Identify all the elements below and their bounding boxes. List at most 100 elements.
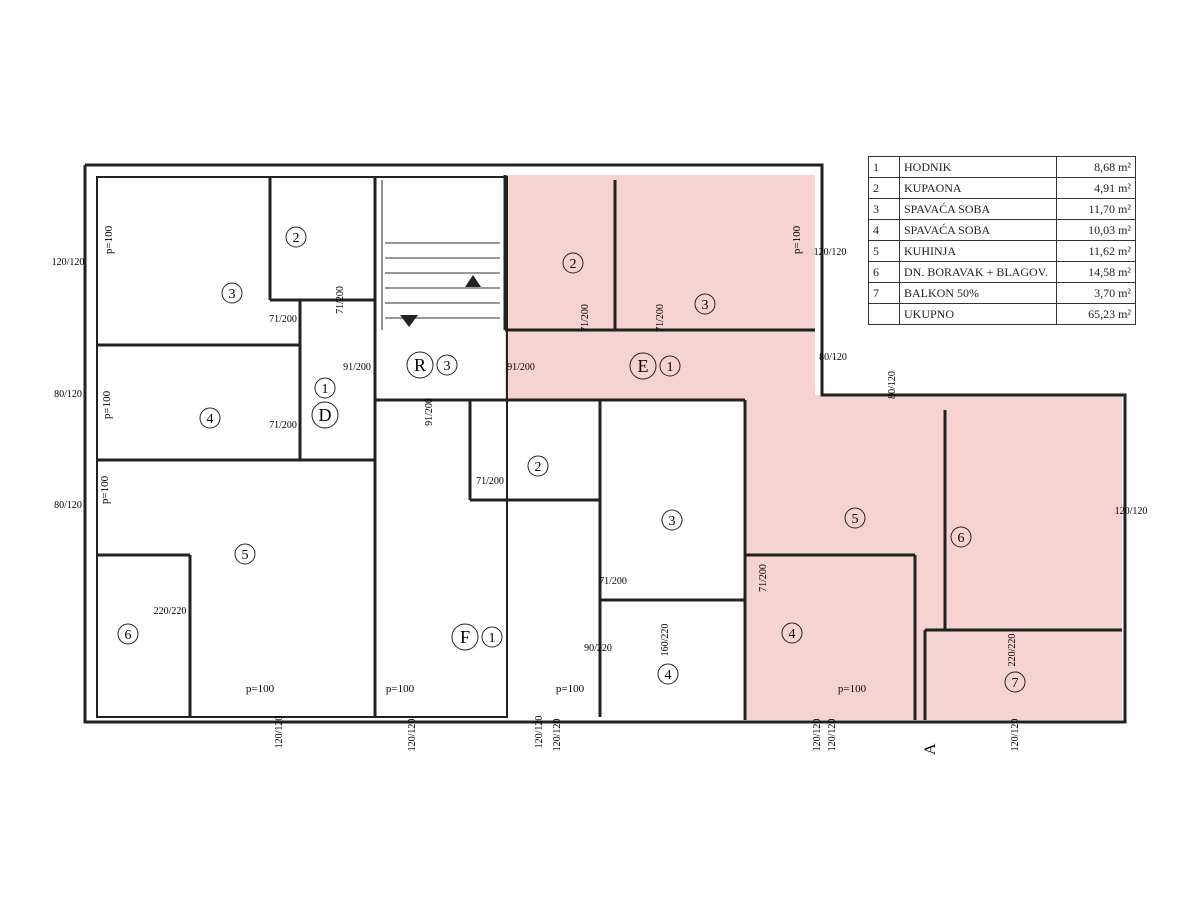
legend-area: 10,03 m²	[1056, 219, 1136, 241]
room-number: 1	[489, 631, 496, 646]
dimension-label: 120/120	[814, 247, 847, 258]
legend-total-label: UKUPNO	[899, 303, 1057, 325]
dimension-label: 71/200	[655, 304, 666, 332]
window-label: p=100	[386, 683, 415, 695]
dimension-label: 120/120	[827, 719, 838, 752]
room-number: 3	[702, 298, 709, 313]
window-label: p=100	[556, 683, 585, 695]
room-number-circle	[234, 543, 256, 565]
room-number: E	[638, 356, 649, 376]
window-label: p=100	[246, 683, 275, 695]
room-number: 3	[229, 287, 236, 302]
dimension-label: 220/220	[154, 606, 187, 617]
dimension-label: 160/220	[660, 624, 671, 657]
room-number-circle	[285, 226, 307, 248]
dimension-label: 120/120	[52, 257, 85, 268]
dimension-label: 71/200	[269, 314, 297, 325]
legend-area: 11,62 m²	[1056, 240, 1136, 262]
legend-name: DN. BORAVAK + BLAGOV.	[899, 261, 1057, 283]
room-number: 4	[207, 412, 214, 427]
room-number-circle	[436, 354, 458, 376]
room-number: 4	[665, 668, 672, 683]
dimension-label: 120/120	[534, 716, 545, 749]
dimension-label: 120/120	[1010, 719, 1021, 752]
room-number: R	[414, 355, 426, 375]
dimension-label: 91/200	[343, 362, 371, 373]
window-label: p=100	[101, 390, 113, 419]
dimension-label: 71/200	[335, 286, 346, 314]
window-label: p=100	[99, 475, 111, 504]
legend-num: 4	[868, 219, 900, 241]
room-number: 7	[1012, 676, 1019, 691]
window-label: p=100	[791, 225, 803, 254]
room-number-circle	[117, 623, 139, 645]
room-number-circle	[406, 351, 434, 379]
legend-total-area: 65,23 m²	[1056, 303, 1136, 325]
room-number-circle	[481, 626, 503, 648]
room-number: 6	[958, 531, 965, 546]
room-number: 2	[570, 257, 577, 272]
legend-num	[868, 303, 900, 325]
room-number-circle	[950, 526, 972, 548]
room-number-circle	[844, 507, 866, 529]
dimension-label: 80/120	[819, 352, 847, 363]
legend-num: 6	[868, 261, 900, 283]
stair-down-arrow-icon	[400, 315, 418, 327]
dimension-label: 80/120	[54, 389, 82, 400]
room-number: 2	[535, 460, 542, 475]
room-number: 4	[789, 627, 796, 642]
legend-name: SPAVAĆA SOBA	[899, 198, 1057, 220]
room-number-circle	[314, 377, 336, 399]
dimension-label: 71/200	[269, 420, 297, 431]
legend-num: 7	[868, 282, 900, 304]
room-number-circle	[1004, 671, 1026, 693]
walls	[83, 163, 1127, 724]
dimension-label: 71/200	[476, 476, 504, 487]
legend-name: HODNIK	[899, 156, 1057, 178]
room-number: 2	[293, 231, 300, 246]
legend-name: KUHINJA	[899, 240, 1057, 262]
dimension-label: 120/120	[407, 719, 418, 752]
dimension-label: 90/220	[584, 643, 612, 654]
dimension-label: 120/120	[274, 716, 285, 749]
legend-name: BALKON 50%	[899, 282, 1057, 304]
legend-num: 1	[868, 156, 900, 178]
dimension-label: 80/120	[887, 371, 898, 399]
legend-name: SPAVAĆA SOBA	[899, 219, 1057, 241]
room-number: 1	[667, 360, 674, 375]
stair-up-arrow-icon	[465, 275, 481, 287]
legend-area: 14,58 m²	[1056, 261, 1136, 283]
dimension-label: 80/120	[54, 500, 82, 511]
legend-area: 3,70 m²	[1056, 282, 1136, 304]
dimension-label: 71/200	[599, 576, 627, 587]
room-number: 6	[125, 628, 132, 643]
dimension-label: 220/220	[1007, 634, 1018, 667]
window-label: p=100	[838, 683, 867, 695]
legend-area: 4,91 m²	[1056, 177, 1136, 199]
room-number-circle	[221, 282, 243, 304]
room-number: 3	[669, 514, 676, 529]
legend-num: 5	[868, 240, 900, 262]
room-number: 3	[444, 359, 451, 374]
room-number: D	[319, 405, 332, 425]
dimension-label: 71/200	[580, 304, 591, 332]
room-number: F	[460, 627, 470, 647]
room-number-circle	[527, 455, 549, 477]
room-number: 5	[242, 548, 249, 563]
room-number-circle	[451, 623, 479, 651]
room-number-circle	[657, 663, 679, 685]
room-number-circle	[199, 407, 221, 429]
stair-treads	[385, 242, 500, 319]
room-number-circle	[311, 401, 339, 429]
dimension-label: 120/120	[552, 719, 563, 752]
dimension-label: 91/200	[507, 362, 535, 373]
room-number-circle	[659, 355, 681, 377]
dimension-label: 71/200	[758, 564, 769, 592]
